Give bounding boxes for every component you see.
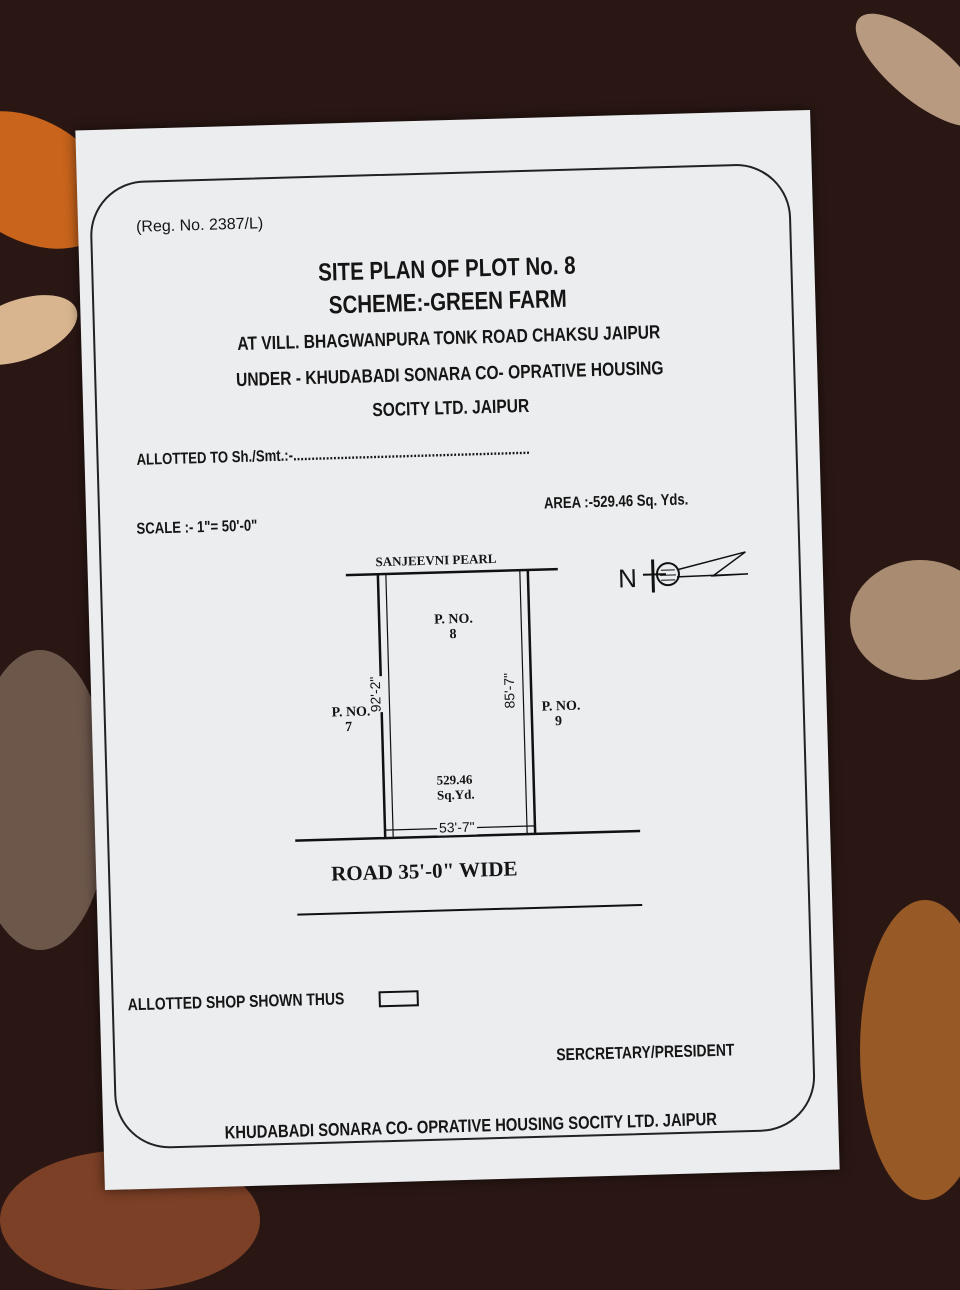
plot-8-number: 8 xyxy=(449,627,456,643)
plot-drawing xyxy=(75,110,839,1190)
shop-legend-symbol xyxy=(380,991,418,1006)
north-road-label: SANJEEVNI PEARL xyxy=(375,551,496,570)
north-label: N xyxy=(618,563,638,595)
plot-9-number: 9 xyxy=(555,714,562,730)
north-arrow-icon xyxy=(642,552,748,593)
background-pattern xyxy=(860,900,960,1200)
background-pattern xyxy=(0,281,87,378)
plot-9-label: P. NO. xyxy=(541,699,580,716)
site-plan-document: (Reg. No. 2387/L) SITE PLAN OF PLOT No. … xyxy=(75,110,839,1190)
left-dimension: 92'-2" xyxy=(367,676,384,712)
road-far-edge xyxy=(297,905,642,915)
background-pattern xyxy=(850,560,960,680)
right-dimension: 85'-7" xyxy=(501,673,518,709)
plot-area-unit: Sq.Yd. xyxy=(437,787,475,804)
plot-7-label: P. NO. xyxy=(332,704,371,721)
front-dimension: 53'-7" xyxy=(437,819,477,836)
plot-8-label: P. NO. xyxy=(434,612,473,629)
background-pattern xyxy=(839,0,960,144)
road-label: ROAD 35'-0" WIDE xyxy=(331,856,518,886)
east-boundary xyxy=(528,570,535,833)
plot-7-number: 7 xyxy=(345,720,352,736)
